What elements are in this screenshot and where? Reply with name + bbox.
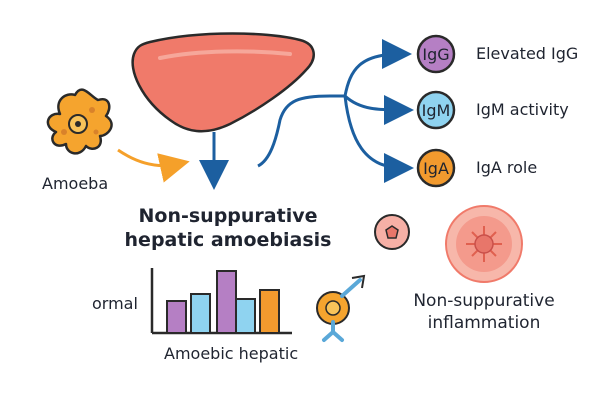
liver-icon <box>131 32 315 133</box>
chart-bar-4 <box>235 298 256 334</box>
chart-y-label: ormal <box>92 294 138 313</box>
main-title-line2: hepatic amoebiasis <box>124 229 332 251</box>
iga-badge: IgA <box>416 148 456 188</box>
igm-label: IgM activity <box>476 100 569 119</box>
antibody-icon <box>316 274 366 342</box>
chart-x-label: Amoebic hepatic <box>164 344 299 363</box>
chart-bar-5 <box>259 289 280 334</box>
inflammation-label-line1: Non-suppurative <box>413 291 555 311</box>
svg-text:IgG: IgG <box>422 45 449 64</box>
igg-badge: IgG <box>416 34 456 74</box>
igg-label: Elevated IgG <box>476 44 579 63</box>
igm-badge: IgM <box>416 90 456 130</box>
small-cell-icon <box>374 214 410 250</box>
svg-text:IgA: IgA <box>423 159 449 178</box>
bar-chart <box>150 268 292 335</box>
iga-label: IgA role <box>476 158 538 177</box>
chart-bar-3 <box>216 270 237 334</box>
amoeba-icon <box>46 88 113 155</box>
inflammation-cell-icon <box>445 205 523 283</box>
svg-text:IgM: IgM <box>422 101 451 120</box>
amoeba-label: Amoeba <box>42 174 109 193</box>
chart-bar-1 <box>166 300 187 334</box>
antibody-branch-arrows <box>257 39 414 183</box>
amoeba-arrow <box>117 148 190 183</box>
chart-bar-2 <box>190 293 211 334</box>
main-title-line1: Non-suppurative <box>138 205 318 227</box>
inflammation-label-line2: inflammation <box>427 313 541 333</box>
